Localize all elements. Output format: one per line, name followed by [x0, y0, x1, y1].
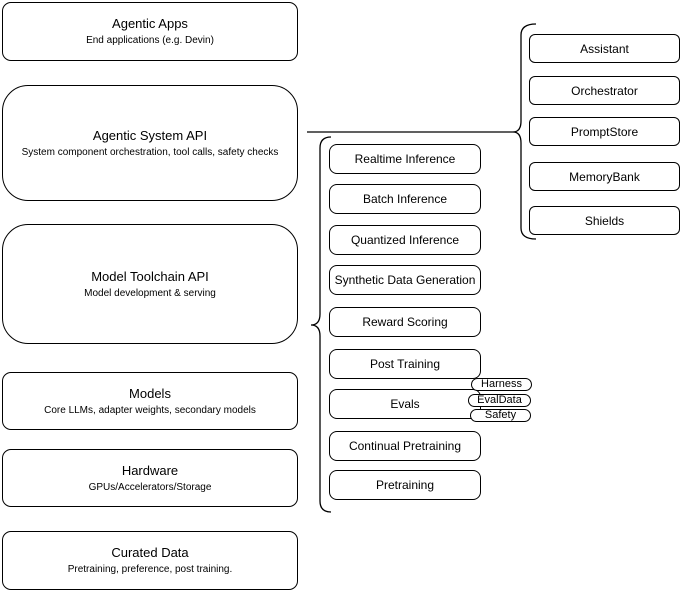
node-memorybank: MemoryBank — [529, 162, 680, 191]
node-shields: Shields — [529, 206, 680, 235]
node-label: Realtime Inference — [354, 152, 456, 166]
node-label: PromptStore — [570, 124, 639, 139]
node-title: Hardware — [121, 462, 179, 478]
node-label: Post Training — [369, 357, 441, 371]
node-models: Models Core LLMs, adapter weights, secon… — [2, 372, 298, 430]
node-title: Model Toolchain API — [91, 268, 209, 284]
node-agentic-apps: Agentic Apps End applications (e.g. Devi… — [2, 2, 298, 61]
node-quantized-inference: Quantized Inference — [329, 225, 481, 255]
node-title: Agentic System API — [92, 127, 208, 143]
node-label: Pretraining — [375, 478, 435, 492]
tag-harness: Harness — [471, 378, 532, 391]
node-label: Assistant — [580, 41, 629, 56]
node-synthetic-data-generation: Synthetic Data Generation — [329, 265, 481, 295]
node-reward-scoring: Reward Scoring — [329, 307, 481, 337]
node-model-toolchain-api: Model Toolchain API Model development & … — [2, 224, 298, 344]
tag-label: Safety — [484, 409, 517, 421]
node-title: Models — [129, 385, 171, 401]
node-label: Evals — [390, 397, 420, 411]
node-curated-data: Curated Data Pretraining, preference, po… — [2, 531, 298, 590]
node-promptstore: PromptStore — [529, 117, 680, 146]
node-title: Curated Data — [111, 545, 189, 560]
node-label: Shields — [584, 213, 625, 228]
node-subtitle: GPUs/Accelerators/Storage — [88, 481, 212, 493]
node-realtime-inference: Realtime Inference — [329, 144, 481, 174]
tag-label: Harness — [481, 378, 522, 390]
node-subtitle: Model development & serving — [84, 287, 216, 299]
node-pretraining: Pretraining — [329, 470, 481, 500]
node-subtitle: Pretraining, preference, post training. — [67, 564, 233, 575]
node-hardware: Hardware GPUs/Accelerators/Storage — [2, 449, 298, 507]
node-subtitle: Core LLMs, adapter weights, secondary mo… — [44, 404, 256, 416]
node-subtitle: System component orchestration, tool cal… — [21, 146, 279, 158]
system-components-brace — [512, 23, 537, 240]
node-post-training: Post Training — [329, 349, 481, 379]
node-agentic-system-api: Agentic System API System component orch… — [2, 85, 298, 201]
node-batch-inference: Batch Inference — [329, 184, 481, 214]
node-continual-pretraining: Continual Pretraining — [329, 431, 481, 461]
node-evals: Evals — [329, 389, 481, 419]
tag-safety: Safety — [470, 409, 531, 422]
node-label: Synthetic Data Generation — [334, 273, 476, 287]
node-label: Continual Pretraining — [348, 439, 462, 453]
node-label: Orchestrator — [571, 83, 638, 98]
node-label: Quantized Inference — [350, 233, 460, 247]
toolchain-services-brace — [310, 136, 332, 513]
node-title: Agentic Apps — [112, 16, 188, 31]
node-assistant: Assistant — [529, 34, 680, 63]
node-orchestrator: Orchestrator — [529, 76, 680, 105]
node-subtitle: End applications (e.g. Devin) — [86, 35, 214, 46]
node-label: Batch Inference — [362, 192, 448, 206]
tag-evaldata: EvalData — [468, 394, 531, 407]
tag-label: EvalData — [477, 394, 522, 406]
node-label: Reward Scoring — [362, 315, 448, 329]
node-label: MemoryBank — [569, 169, 640, 184]
